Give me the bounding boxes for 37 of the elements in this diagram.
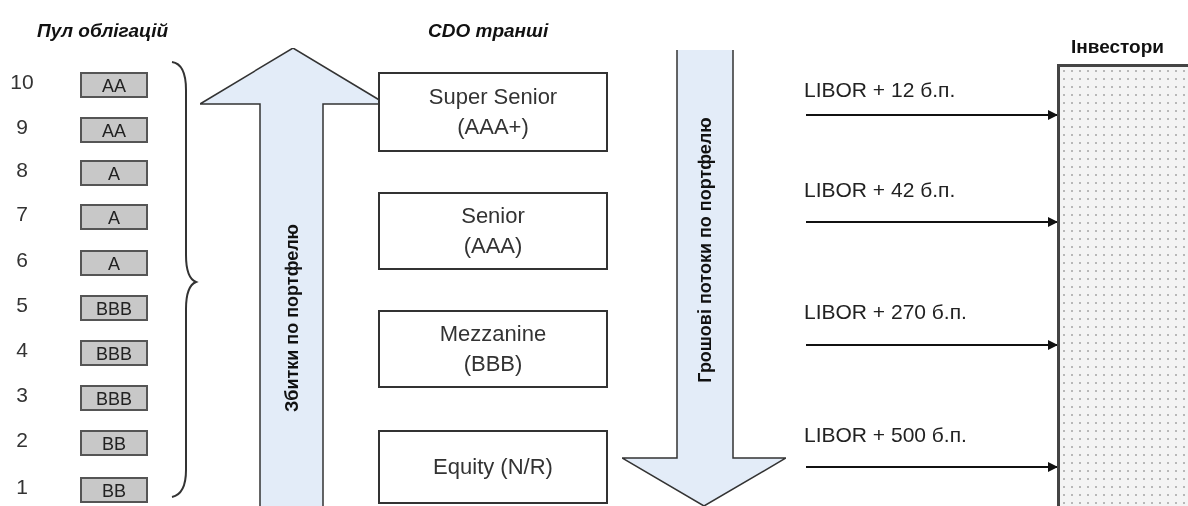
bond-number: 7	[15, 202, 29, 226]
rating-box: AA	[80, 117, 148, 143]
arrow	[805, 340, 1058, 350]
arrow-text: Грошові потоки по портфелю	[694, 117, 716, 383]
bond-number: 10	[9, 70, 35, 94]
tranche-box: Mezzanine (BBB)	[378, 310, 608, 388]
tranche-box: Equity (N/R)	[378, 430, 608, 504]
rating-box: BBB	[80, 340, 148, 366]
arrow	[805, 110, 1058, 120]
bond-number: 8	[15, 158, 29, 182]
bond-number: 2	[15, 428, 29, 452]
rating-box: BB	[80, 430, 148, 456]
rating-box: A	[80, 204, 148, 230]
bond-number: 6	[15, 248, 29, 272]
rating-box: BBB	[80, 295, 148, 321]
column-heading: Пул облігацій	[37, 20, 169, 42]
rating-box: AA	[80, 72, 148, 98]
edge-label: LIBOR + 42 б.п.	[804, 178, 956, 202]
bond-number: 5	[15, 293, 29, 317]
bond-number: 4	[15, 338, 29, 362]
bond-number: 9	[15, 115, 29, 139]
tranche-box: Senior (AAA)	[378, 192, 608, 270]
arrow	[805, 462, 1058, 472]
rating-box: BB	[80, 477, 148, 503]
bond-number: 1	[15, 475, 29, 499]
node-heading: Інвестори	[1071, 36, 1164, 58]
arrow	[805, 217, 1058, 227]
tranche-box: Super Senior (AAA+)	[378, 72, 608, 152]
bond-number: 3	[15, 383, 29, 407]
rating-box: A	[80, 250, 148, 276]
edge-label: LIBOR + 500 б.п.	[804, 423, 967, 447]
edge-label: LIBOR + 12 б.п.	[804, 78, 956, 102]
arrow-text: Збитки по портфелю	[281, 224, 302, 412]
rating-box: BBB	[80, 385, 148, 411]
edge-label: LIBOR + 270 б.п.	[804, 300, 967, 324]
rating-box: A	[80, 160, 148, 186]
column-heading: CDO транші	[428, 20, 549, 42]
